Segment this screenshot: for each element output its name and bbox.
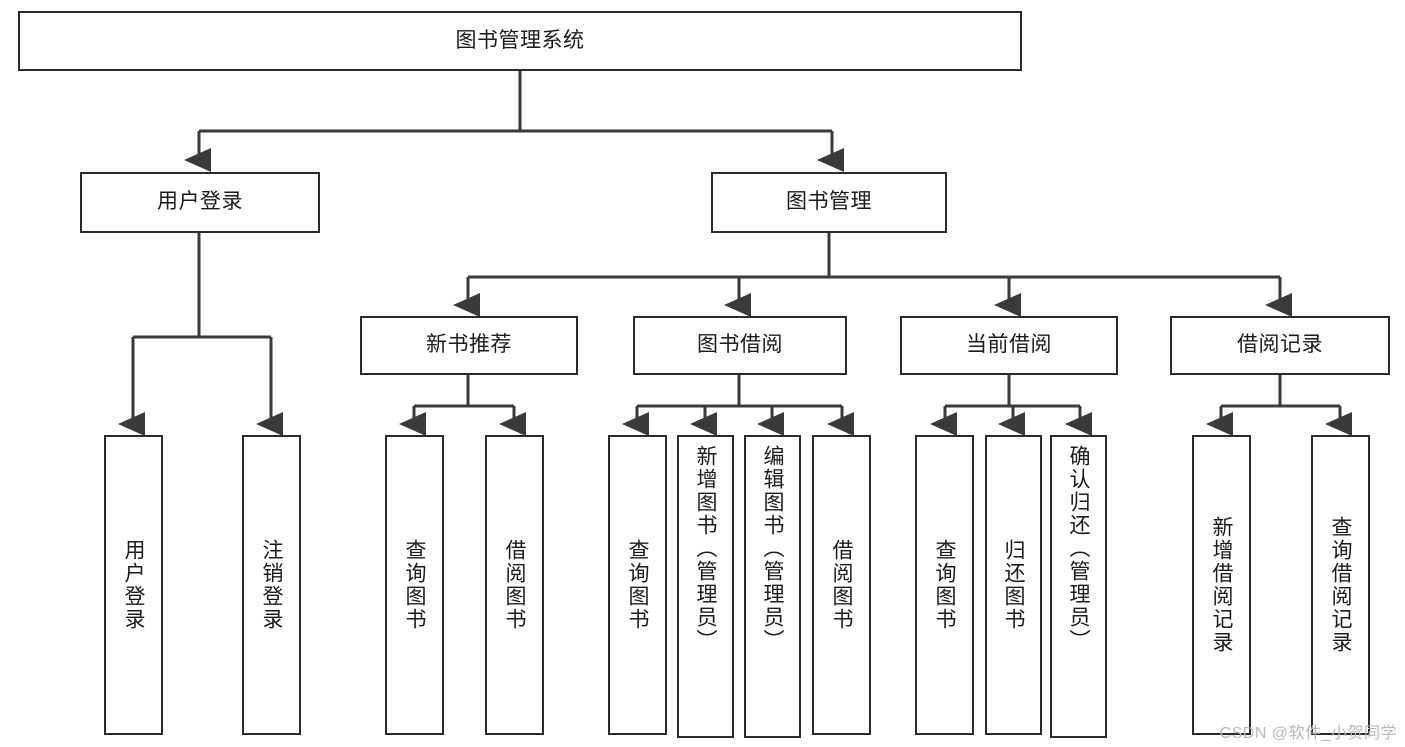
leaf-new-book-borrow-book[interactable]: 借阅图书 <box>485 435 544 735</box>
node-label: 新书推荐 <box>426 333 512 357</box>
node-label: 注销登录 <box>260 539 283 631</box>
leaf-current-borrow-confirm-return-admin[interactable]: 确认归还（管理员） <box>1050 435 1107 738</box>
node-label: 用户登录 <box>122 539 145 631</box>
node-user-login[interactable]: 用户登录 <box>80 172 320 233</box>
leaf-book-borrow-borrow-book[interactable]: 借阅图书 <box>812 435 871 735</box>
node-label: 查询借阅记录 <box>1329 516 1352 654</box>
node-label: 新增图书（管理员） <box>694 445 717 652</box>
leaf-book-borrow-edit-book-admin[interactable]: 编辑图书（管理员） <box>744 435 801 738</box>
node-label: 新增借阅记录 <box>1210 516 1233 654</box>
node-label: 编辑图书（管理员） <box>761 445 784 652</box>
node-book-borrow[interactable]: 图书借阅 <box>633 316 847 375</box>
node-label: 当前借阅 <box>966 333 1052 357</box>
node-label: 借阅图书 <box>830 539 853 631</box>
node-label: 借阅记录 <box>1237 333 1323 357</box>
node-current-borrow[interactable]: 当前借阅 <box>900 316 1118 375</box>
leaf-book-borrow-query-book[interactable]: 查询图书 <box>608 435 667 735</box>
node-label: 查询图书 <box>626 539 649 631</box>
node-label: 归还图书 <box>1002 539 1025 631</box>
leaf-current-borrow-query-book[interactable]: 查询图书 <box>915 435 974 735</box>
node-label: 借阅图书 <box>503 539 526 631</box>
node-label: 用户登录 <box>157 190 243 214</box>
leaf-new-book-query-book[interactable]: 查询图书 <box>385 435 444 735</box>
node-root-system[interactable]: 图书管理系统 <box>18 11 1022 71</box>
node-new-book-recommend[interactable]: 新书推荐 <box>360 316 578 375</box>
node-label: 图书借阅 <box>697 333 783 357</box>
node-label: 查询图书 <box>403 539 426 631</box>
leaf-user-login-logout[interactable]: 注销登录 <box>242 435 301 735</box>
node-label: 图书管理系统 <box>455 28 585 52</box>
csdn-watermark: CSDN @软件_小贺同学 <box>1219 725 1397 742</box>
leaf-book-borrow-add-book-admin[interactable]: 新增图书（管理员） <box>677 435 734 738</box>
node-label: 查询图书 <box>933 539 956 631</box>
leaf-borrow-record-add-record[interactable]: 新增借阅记录 <box>1192 435 1251 735</box>
leaf-user-login-do-login[interactable]: 用户登录 <box>104 435 163 735</box>
node-book-management[interactable]: 图书管理 <box>711 172 947 233</box>
node-borrow-record[interactable]: 借阅记录 <box>1170 316 1390 375</box>
leaf-current-borrow-return-book[interactable]: 归还图书 <box>985 435 1042 735</box>
node-label: 图书管理 <box>786 190 872 214</box>
leaf-borrow-record-query-record[interactable]: 查询借阅记录 <box>1311 435 1370 735</box>
node-label: 确认归还（管理员） <box>1067 445 1090 652</box>
